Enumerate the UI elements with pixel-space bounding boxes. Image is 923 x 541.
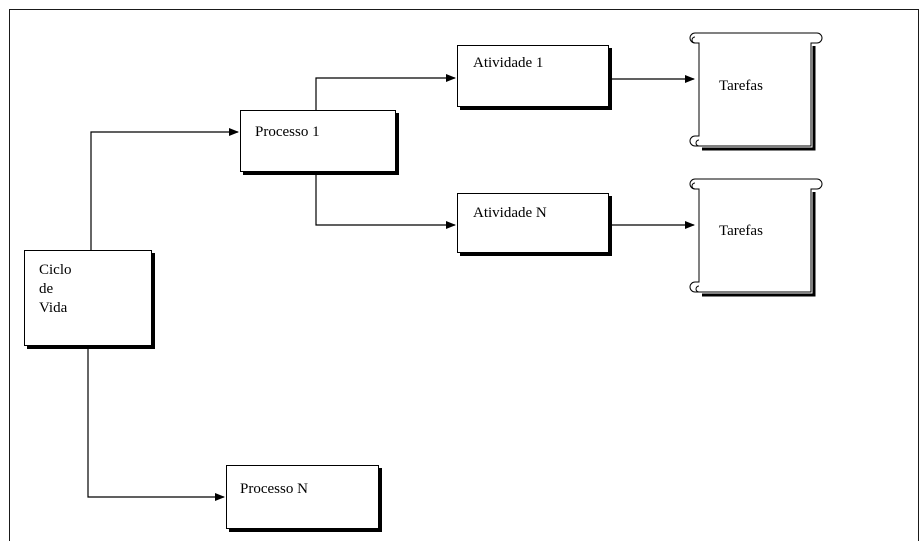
processo-1-label: Processo 1	[255, 124, 320, 140]
tarefas-scroll-shape-1	[689, 32, 823, 151]
tarefas-n-label: Tarefas	[719, 223, 763, 239]
processo-1-node: Processo 1	[240, 110, 396, 172]
connector-ciclo-to-processo-n	[87, 346, 225, 501]
connector-processo-1-to-atividade-n	[315, 172, 456, 229]
atividade-n-node: Atividade N	[457, 193, 609, 253]
tarefas-1-label: Tarefas	[719, 78, 763, 94]
diagram-frame	[9, 9, 919, 541]
ciclo-de-vida-label: Ciclo de Vida	[39, 262, 72, 316]
processo-n-label: Processo N	[240, 481, 308, 497]
atividade-1-node: Atividade 1	[457, 45, 609, 107]
connector-processo-1-to-atividade-1	[315, 74, 456, 110]
processo-n-node: Processo N	[226, 465, 379, 529]
tarefas-scroll-shape-2	[689, 178, 823, 297]
atividade-n-label: Atividade N	[473, 205, 547, 221]
connector-ciclo-to-processo-1	[90, 128, 239, 250]
ciclo-de-vida-node: Ciclo de Vida	[24, 250, 152, 346]
atividade-1-label: Atividade 1	[473, 55, 544, 71]
